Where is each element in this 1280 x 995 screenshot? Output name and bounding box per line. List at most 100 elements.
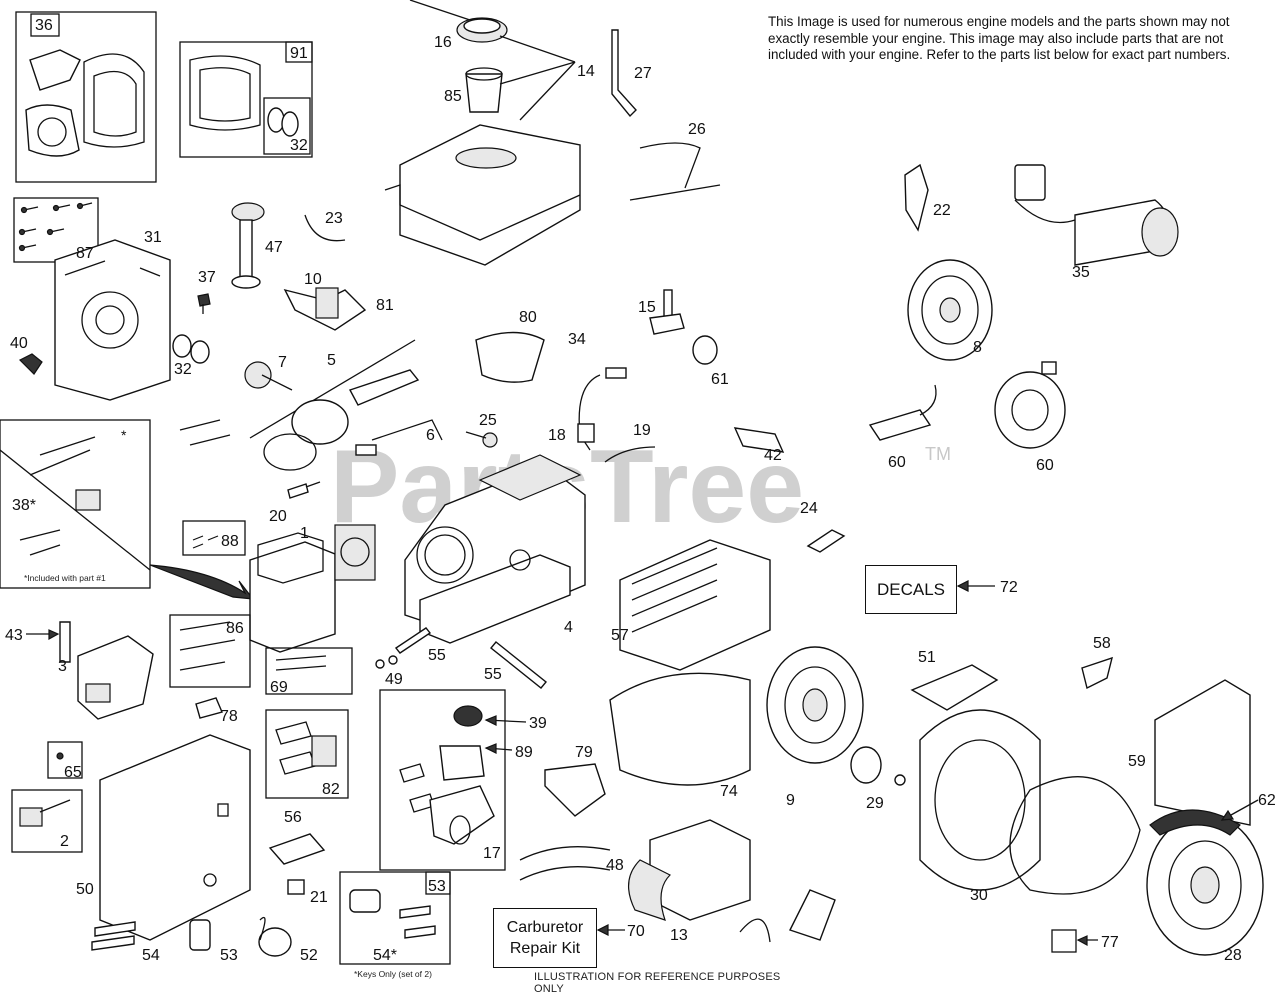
bearings-32 [172, 334, 210, 364]
callout-81: 81 [376, 297, 394, 314]
callout-87: 87 [76, 245, 94, 262]
carb-kit-line-1: Carburetor [506, 919, 584, 936]
stator-60b [994, 361, 1066, 449]
bolts-88 [182, 520, 246, 556]
air-cleaner-13 [628, 819, 751, 921]
gasket-disk [1009, 776, 1141, 895]
key-switch-53-box [339, 871, 451, 965]
callout-82: 82 [322, 781, 340, 798]
cylinder-head-1 [249, 524, 376, 653]
crankshaft-10 [283, 287, 367, 331]
callout-65: 65 [64, 764, 82, 781]
bracket-79 [544, 763, 606, 817]
shield-51 [910, 664, 999, 711]
callout-34: 34 [568, 331, 586, 348]
callout-8: 8 [973, 339, 982, 356]
bracket-22 [904, 163, 929, 232]
included-with-part-note: *Included with part #1 [24, 573, 106, 583]
callout-1: 1 [300, 525, 309, 542]
callout-57: 57 [611, 627, 629, 644]
callout-80: 80 [519, 309, 537, 326]
plug-40 [18, 353, 43, 375]
handle-58 [1081, 656, 1113, 690]
callout-27: 27 [634, 65, 652, 82]
callout-21: 21 [310, 889, 328, 906]
drain-plug-37 [197, 293, 211, 314]
fan-housing-30 [919, 709, 1041, 891]
callout-36: 36 [35, 17, 53, 34]
asterisk-mark: * [121, 427, 127, 443]
engine-block-4 [404, 454, 586, 644]
callout-32b: 32 [174, 361, 192, 378]
gear-7 [244, 361, 293, 391]
callout-42: 42 [764, 447, 782, 464]
recoil-starter-28 [1146, 809, 1264, 956]
leader-72 [956, 580, 995, 592]
callout-29: 29 [866, 795, 884, 812]
rod-27 [611, 29, 637, 118]
callout-35: 35 [1072, 264, 1090, 281]
callout-23: 23 [325, 210, 343, 227]
cover-56 [268, 833, 326, 865]
gaskets-82 [265, 709, 349, 799]
flywheel-fan-9 [766, 646, 864, 764]
callout-60a: 60 [888, 454, 906, 471]
callout-15: 15 [638, 299, 656, 316]
callout-6: 6 [426, 427, 435, 444]
keys-only-note: *Keys Only (set of 2) [354, 969, 432, 979]
callout-88: 88 [221, 533, 239, 550]
bracket-78 [195, 697, 223, 719]
cup-29 [850, 746, 906, 786]
gasket-box-91 [179, 41, 313, 158]
nuts-49 [375, 655, 398, 669]
leader-43 [26, 629, 60, 641]
carburetor-box [379, 689, 506, 871]
callout-38: 38* [12, 497, 36, 514]
shield-80 [475, 331, 545, 383]
part-77 [1051, 929, 1077, 953]
callout-56: 56 [284, 809, 302, 826]
callout-62: 62 [1258, 792, 1276, 809]
bracket-24 [806, 529, 846, 553]
compatibility-notice: This Image is used for numerous engine m… [768, 14, 1231, 62]
callout-16: 16 [434, 34, 452, 51]
leader-70 [596, 924, 625, 936]
callout-55a: 55 [428, 647, 446, 664]
callout-14: 14 [577, 63, 595, 80]
callout-50: 50 [76, 881, 94, 898]
fuel-tank-14 [384, 35, 581, 266]
starter-motor-35 [1014, 164, 1179, 266]
decals-label: DECALS [865, 565, 957, 614]
callout-49: 49 [385, 671, 403, 688]
callout-47: 47 [265, 239, 283, 256]
keys-54 [91, 921, 136, 951]
callout-86: 86 [226, 620, 244, 637]
gasket-kit-36 [15, 11, 157, 183]
callout-59: 59 [1128, 753, 1146, 770]
callout-60b: 60 [1036, 457, 1054, 474]
leader-89 [484, 743, 513, 754]
callout-32a: 32 [290, 137, 308, 154]
crankcase-cover-31 [54, 239, 171, 401]
callout-89: 89 [515, 744, 533, 761]
callout-53b: 53 [428, 878, 446, 895]
callout-85: 85 [444, 88, 462, 105]
piston-rod-5 [249, 339, 420, 471]
callout-28: 28 [1224, 947, 1242, 964]
parts-69 [265, 647, 353, 695]
callout-3: 3 [58, 658, 67, 675]
connector-18 [577, 423, 595, 443]
callout-5: 5 [327, 352, 336, 369]
leader-39 [484, 715, 527, 726]
valve-15 [649, 289, 685, 335]
callout-13: 13 [670, 927, 688, 944]
callout-70: 70 [627, 923, 645, 940]
callout-79: 79 [575, 744, 593, 761]
callout-labels: 36 91 32 87 31 40 37 32 47 23 10 81 7 5 … [5, 17, 1276, 964]
tube-43 [59, 621, 71, 663]
spark-plug-20 [287, 481, 321, 499]
valve-kit-38 [0, 419, 151, 589]
callout-72: 72 [1000, 579, 1018, 596]
dipstick-47 [231, 202, 265, 289]
